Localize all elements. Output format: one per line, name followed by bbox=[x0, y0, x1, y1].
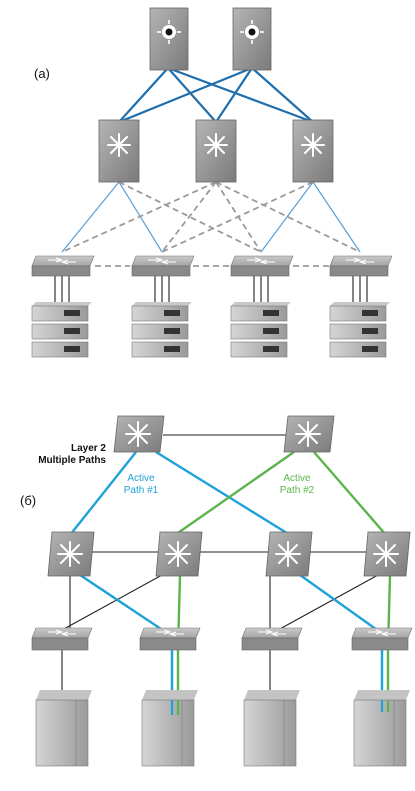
middle-switch-1 bbox=[47, 531, 95, 577]
access-switch-1 bbox=[31, 255, 95, 277]
server-stack-4 bbox=[329, 302, 390, 358]
access-switch-2 bbox=[131, 255, 195, 277]
diagram-b-label: (б) bbox=[20, 493, 37, 508]
b-access-switch-1 bbox=[31, 627, 93, 651]
access-switch-4 bbox=[329, 255, 393, 277]
core-switch-2 bbox=[232, 7, 272, 71]
server-cable-overlay bbox=[170, 700, 390, 715]
black-links bbox=[61, 434, 379, 690]
tower-server-3 bbox=[243, 690, 300, 767]
b-access-switch-4 bbox=[351, 627, 413, 651]
layer2-caption: Layer 2 Multiple Paths bbox=[6, 443, 106, 467]
top-switch-1 bbox=[113, 415, 165, 453]
tower-server-4 bbox=[353, 690, 410, 767]
core-aggregation-links bbox=[118, 66, 314, 124]
aggregation-switch-1 bbox=[98, 119, 140, 183]
diagram-a bbox=[31, 7, 393, 358]
dashed-links bbox=[61, 181, 361, 267]
diagram-b bbox=[31, 415, 413, 767]
middle-switch-3 bbox=[265, 531, 313, 577]
b-access-switch-2 bbox=[139, 627, 201, 651]
active-path-1-line2: Path #1 bbox=[123, 485, 159, 496]
aggregation-switch-2 bbox=[195, 119, 237, 183]
tower-server-2 bbox=[141, 690, 198, 767]
aggregation-switch-3 bbox=[292, 119, 334, 183]
active-path-1-label: Active Path #1 bbox=[116, 473, 166, 497]
layer2-caption-line1: Layer 2 bbox=[70, 443, 106, 454]
layer2-caption-line2: Multiple Paths bbox=[38, 455, 106, 466]
active-path-2-line2: Path #2 bbox=[279, 485, 315, 496]
top-switch-2 bbox=[283, 415, 335, 453]
aggregation-access-links bbox=[61, 181, 361, 253]
access-switch-3 bbox=[230, 255, 294, 277]
active-path-1-line1: Active bbox=[127, 473, 155, 484]
diagram-a-label: (a) bbox=[34, 66, 50, 81]
access-server-links bbox=[54, 275, 368, 302]
b-access-switch-3 bbox=[241, 627, 303, 651]
core-switch-1 bbox=[149, 7, 189, 71]
server-stack-3 bbox=[230, 302, 291, 358]
server-stack-1 bbox=[31, 302, 92, 358]
middle-switch-2 bbox=[155, 531, 203, 577]
active-path-2-label: Active Path #2 bbox=[272, 473, 322, 497]
server-stack-2 bbox=[131, 302, 192, 358]
middle-switch-4 bbox=[363, 531, 411, 577]
tower-server-1 bbox=[35, 690, 92, 767]
active-path-2-line1: Active bbox=[283, 473, 311, 484]
